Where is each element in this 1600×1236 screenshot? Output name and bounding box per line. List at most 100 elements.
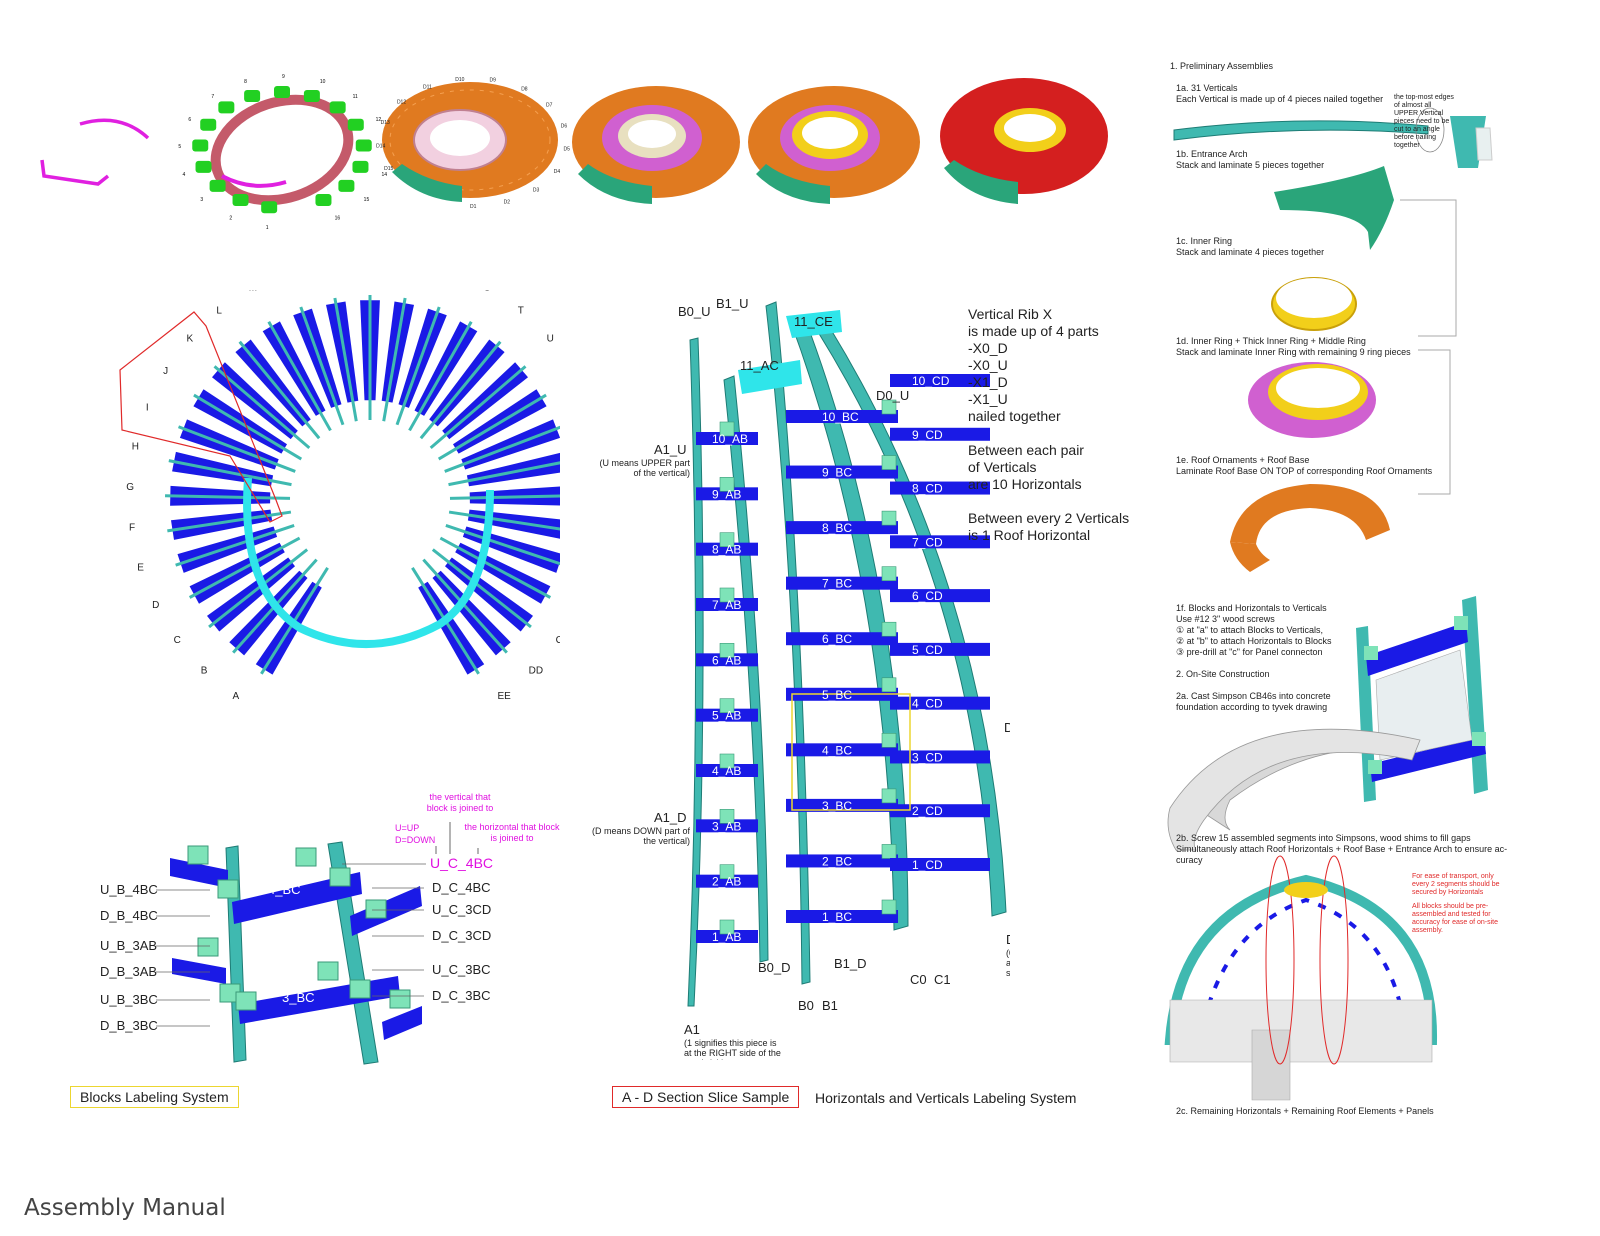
plan-vertical-labels: ABCDEFGHIJKLMNOPQRSTUVWXYZAABBCCDDEE [126,290,560,702]
plan-label: K [186,334,193,345]
cd-label: 6_CD [912,589,943,603]
step-1b-text: Stack and laminate 5 pieces together [1176,160,1325,170]
left-block-label: D_B_4BC [100,908,158,923]
step-2b-note-preassemble: All blocks should be pre-assembled and t… [1412,903,1498,934]
block [389,989,411,1009]
anchor-number: 7 [211,94,214,100]
anchor-number: 1 [266,225,269,230]
rib-label-b0-d: B0_D [758,960,791,975]
rib-label-11-ce: 11_CE [794,314,833,329]
rib-text-line: is 1 Roof Horizontal [968,527,1091,543]
horizontal-cd [890,750,990,764]
plan-vertical-fan [431,548,533,632]
rib-label-a1-d: A1_D [654,810,687,825]
roof-segment-label: D12 [397,100,406,106]
roof-segment-label: D7 [546,102,553,108]
plan-label: T [518,305,524,316]
anchor-marker [347,118,364,131]
roof-segment-label: D8 [521,86,528,92]
block [365,899,387,919]
roof-ornament-drawing [1230,484,1390,572]
preliminary-heading: 1. Preliminary Assemblies [1170,61,1274,71]
horizontal-ab [696,809,758,833]
anchor-marker [218,101,235,114]
ab-label: 9_AB [712,487,741,501]
anchor-marker [232,194,249,207]
roof-segment-label: D5 [563,147,570,153]
rib-label-b1-u: B1_U [716,296,749,311]
ab-label: 4_AB [712,764,741,778]
step-1f-line2: ① at "a" to attach Blocks to Verticals, [1176,625,1324,635]
anchor-marker [192,139,209,152]
rib-label-a1-u: A1_U [654,442,687,457]
left-block-label: U_B_4BC [100,882,158,897]
horizontal-cd [890,696,990,710]
connector-1e [1418,349,1451,495]
step-1d-text: Stack and laminate Inner Ring with remai… [1176,347,1411,357]
step-2-title: 2. On-Site Construction [1176,669,1270,679]
anchor-number: 3 [200,197,203,203]
step-1f-title: 1f. Blocks and Horizontals to Verticals [1176,603,1327,613]
bc-label: 10_BC [822,410,859,424]
horizontal-stub-left-bottom [172,958,226,984]
roof-segment-label: D3 [533,188,540,194]
vertical-piece-drawing [1173,120,1429,141]
horizontal-cd [890,589,990,603]
plan-vertical-fan [419,339,505,440]
cd-label: 8_CD [912,482,943,496]
plan-label: DD [529,665,543,676]
rib-description: Vertical Rib X is made up of 4 parts -X0… [968,306,1129,544]
horizontal-bc [786,899,898,923]
plan-label: C [174,635,181,646]
rib-note: (0 signifies this piece is at the LEFT s… [1006,948,1010,978]
rib-label-d0-d: D0_D [1004,720,1010,735]
detail-vertical-b [225,845,247,1063]
horizontal-bc [786,566,898,590]
block [197,937,219,957]
bc-label: 2_BC [822,854,852,868]
anchor-number: 9 [282,74,285,80]
left-block-label: U_B_3BC [100,992,158,1007]
anchor-number: 4 [182,172,185,178]
plan-vertical-fan [444,419,560,473]
foundation-outline [40,118,150,186]
anchor-marker [352,160,369,173]
plan-label: A [232,691,239,702]
anchor-ring-drawing [192,86,372,214]
inner-ring-outline [243,477,494,649]
anchor-marker [315,194,332,207]
step-2a-line1: 2a. Cast Simpson CB46s into concrete [1176,691,1331,701]
roof-segment-label: D10 [455,77,464,83]
horizontal-bc [786,844,898,868]
rib-label-b1: B1 [822,998,838,1013]
cut-angle-block [1475,127,1493,161]
plan-vertical-fan [381,297,414,422]
roof-segment-label: D14 [376,143,385,149]
step-1e-text: Laminate Roof Base ON TOP of correspondi… [1176,466,1433,476]
roof-segment-label: D2 [504,200,511,206]
ab-label: 10_AB [712,432,748,446]
bc-label: 4_BC [822,743,852,757]
plan-vertical-fan [193,389,303,461]
plan-label: L [216,305,222,316]
plan-vertical-fan [360,295,380,420]
horizontal-cd [890,642,990,656]
block [317,961,339,981]
step-1e-title: 1e. Roof Ornaments + Roof Base [1176,455,1310,465]
ab-label: 2_AB [712,875,741,889]
rib-label-b1-d: B1_D [834,956,867,971]
preliminary-drawings [1164,107,1493,1101]
block [295,847,317,867]
dome-assembly-drawing [1164,855,1438,1101]
section-slice-drawing: 10_AB10_BC10_CD9_AB9_BC9_CD8_AB8_BC8_CD7… [592,296,1010,1060]
note-vertical-joined: the vertical that block is joined to [426,792,494,813]
plan-label: G [126,482,134,493]
rib-label-d0: D0 [1006,932,1010,947]
horizontal-bc [786,510,898,535]
step-2b-line1: 2b. Screw 15 assembled segments into Sim… [1176,833,1471,843]
blocks-detail-drawing: 4_BC 3_BC U_B_4BCD_B_4BCU_B_3ABD_B_3ABU_… [100,822,493,1065]
rib-text-line: -X0_D [968,340,1008,356]
anchor-number: 12 [376,117,382,123]
cd-label: 5_CD [912,643,943,657]
